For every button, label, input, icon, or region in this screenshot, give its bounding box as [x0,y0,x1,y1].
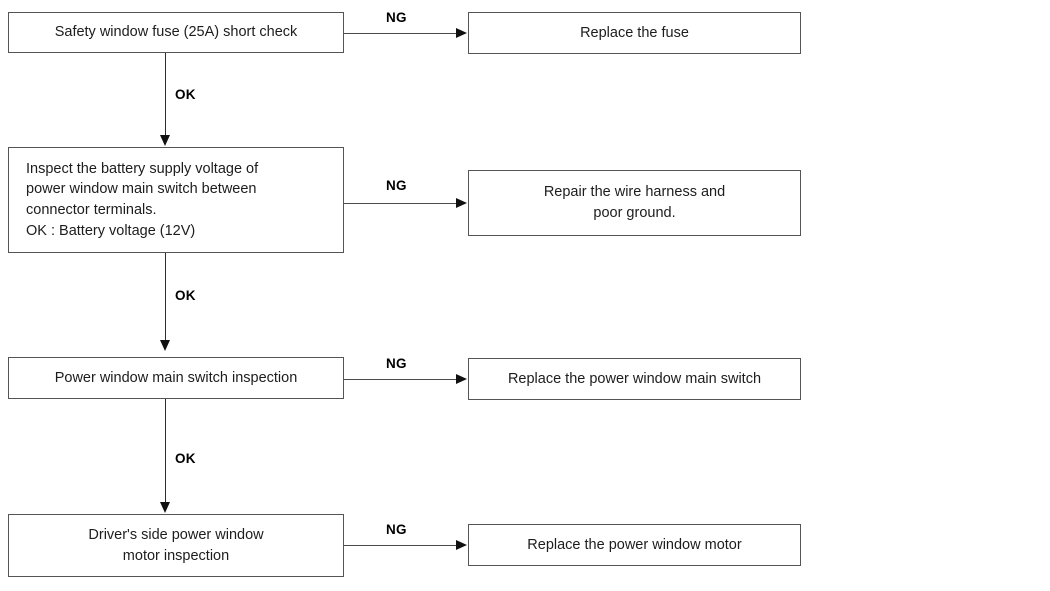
edge-label-ok-3: OK [175,451,196,466]
action-node-3: Replace the power window main switch [468,358,801,400]
edge-label-ng-3: NG [386,356,407,371]
connector-ng-3 [344,379,457,380]
arrowhead-ng-3 [456,373,467,384]
connector-ok-2 [165,253,166,341]
arrowhead-ok-1 [160,135,170,146]
arrowhead-ok-3 [160,502,170,513]
action-node-4: Replace the power window motor [468,524,801,566]
action-node-1: Replace the fuse [468,12,801,54]
connector-ng-1 [344,33,457,34]
arrowhead-ng-1 [456,27,467,38]
edge-label-ok-1: OK [175,87,196,102]
edge-label-ng-1: NG [386,10,407,25]
connector-ok-1 [165,53,166,136]
check-node-3: Power window main switch inspection [8,357,344,399]
connector-ng-4 [344,545,457,546]
check-node-4: Driver's side power window motor inspect… [8,514,344,577]
edge-label-ng-4: NG [386,522,407,537]
connector-ng-2 [344,203,457,204]
connector-ok-3 [165,399,166,503]
arrowhead-ng-4 [456,539,467,550]
arrowhead-ng-2 [456,197,467,208]
check-node-1: Safety window fuse (25A) short check [8,12,344,53]
check-node-2: Inspect the battery supply voltage of po… [8,147,344,253]
edge-label-ok-2: OK [175,288,196,303]
arrowhead-ok-2 [160,340,170,351]
edge-label-ng-2: NG [386,178,407,193]
action-node-2: Repair the wire harness and poor ground. [468,170,801,236]
